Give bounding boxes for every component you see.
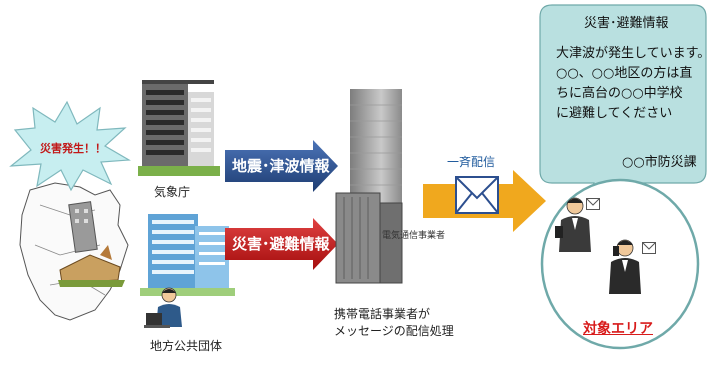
broadcast-label: 一斉配信 <box>447 155 496 169</box>
bubble-line-1: 大津波が発生しています。 <box>556 46 709 61</box>
carrier-caption-line-2: メッセージの配信処理 <box>334 324 454 338</box>
person-call-icon <box>609 239 641 294</box>
carrier-label: 電気通信事業者 <box>382 231 446 241</box>
bubble-line-2: ○○、○○地区の方は直 <box>556 66 693 81</box>
bubble-signature: ○○市防災課 <box>622 155 697 170</box>
disaster-label: 災害発生！！ <box>40 142 106 155</box>
carrier-caption: 携帯電話事業者が メッセージの配信処理 <box>334 306 454 340</box>
bubble-body: 大津波が発生しています。 ○○、○○地区の方は直 ちに高台の○○中学校 に避難し… <box>556 44 709 124</box>
quake-info-arrow <box>225 140 338 192</box>
bubble-line-3: ちに高台の○○中学校 <box>556 86 683 101</box>
person-phone-icon <box>555 197 591 252</box>
person-1-mail-icon <box>586 198 600 210</box>
local-gov-building-icon <box>140 214 235 296</box>
evac-info-label: 災害･避難情報 <box>232 235 330 253</box>
target-area-label: 対象エリア <box>583 321 653 337</box>
carrier-building-icon <box>335 89 403 284</box>
carrier-caption-line-1: 携帯電話事業者が <box>334 307 431 321</box>
person-2-mail-icon <box>642 242 656 254</box>
jma-label: 気象庁 <box>154 185 191 199</box>
envelope-icon <box>455 176 499 214</box>
disaster-burst <box>9 100 131 192</box>
quake-info-label: 地震･津波情報 <box>232 157 330 175</box>
bubble-line-4: に避難してください <box>556 106 673 121</box>
disaster-map-illustration <box>19 182 129 321</box>
bubble-title: 災害･避難情報 <box>584 16 669 31</box>
local-gov-label: 地方公共団体 <box>150 339 223 353</box>
evac-info-arrow <box>225 218 338 270</box>
jma-building-icon <box>138 80 220 176</box>
staff-person-icon <box>144 287 182 328</box>
